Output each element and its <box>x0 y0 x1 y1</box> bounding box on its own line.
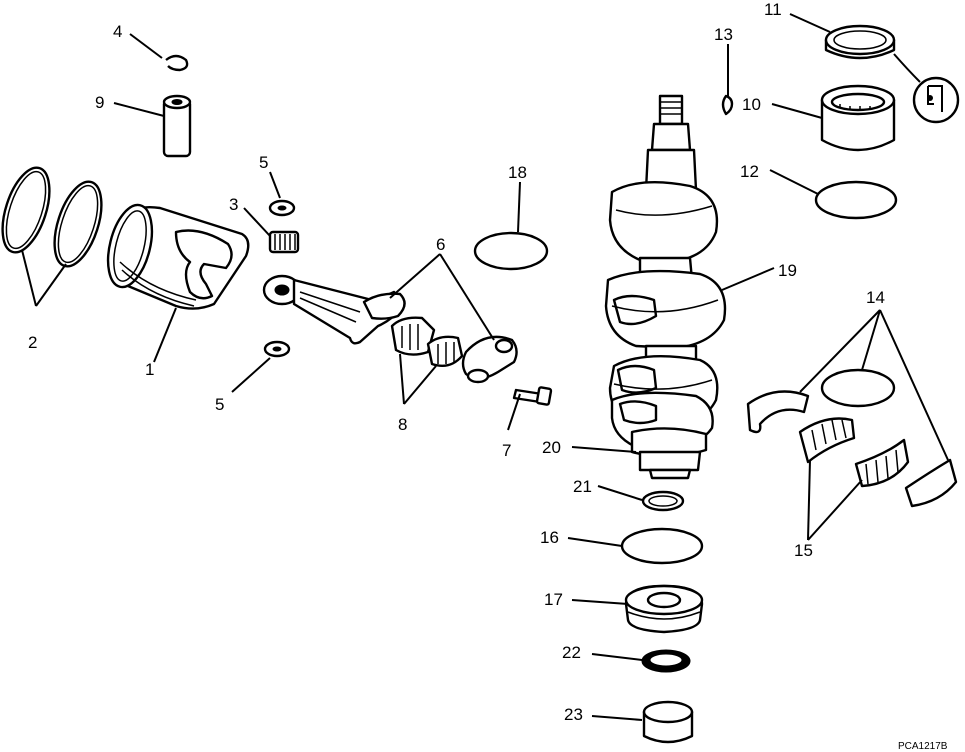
piston-rings <box>1 166 103 268</box>
crankshaft <box>604 94 727 480</box>
detail-view-circle <box>912 76 960 124</box>
callout-19: 19 <box>778 261 797 280</box>
leader-lines <box>21 13 949 721</box>
thrust-washer-bottom <box>263 340 291 358</box>
needle-bearing <box>268 230 300 254</box>
needle-cage-right <box>854 438 910 488</box>
connecting-rod <box>262 274 406 345</box>
callout-13: 13 <box>714 25 733 44</box>
piston-pin <box>162 94 192 158</box>
o-ring-21 <box>641 490 685 512</box>
callout-18: 18 <box>508 163 527 182</box>
o-ring-18 <box>473 231 549 271</box>
callout-20: 20 <box>542 438 561 457</box>
callout-numbers: 4 9 5 3 2 1 5 6 8 7 18 19 20 21 16 17 22… <box>28 0 885 724</box>
retaining-ring <box>165 54 189 72</box>
callout-22: 22 <box>562 643 581 662</box>
callout-4: 4 <box>113 22 122 41</box>
rod-bearing-halves <box>390 316 464 367</box>
main-bearing-half-left <box>746 390 810 434</box>
callout-16: 16 <box>540 528 559 547</box>
callout-23: 23 <box>564 705 583 724</box>
main-bearing-half-right <box>904 458 958 508</box>
callout-2: 2 <box>28 333 37 352</box>
callout-12: 12 <box>740 162 759 181</box>
callout-11: 11 <box>764 0 782 19</box>
thrust-washer-top <box>268 199 296 217</box>
callout-17: 17 <box>544 590 563 609</box>
seal-ring-11 <box>824 24 896 60</box>
o-ring-12 <box>814 180 898 220</box>
callout-14: 14 <box>866 288 885 307</box>
callout-10: 10 <box>742 95 761 114</box>
o-ring-16 <box>620 527 704 565</box>
callout-21: 21 <box>573 477 592 496</box>
piston <box>106 203 250 310</box>
upper-main-bearing <box>820 84 896 152</box>
needle-cage-left <box>798 417 856 464</box>
rod-cap <box>461 335 518 384</box>
rod-bolt <box>512 386 553 406</box>
callout-6: 6 <box>436 235 445 254</box>
bushing <box>642 700 694 744</box>
callout-3: 3 <box>229 195 238 214</box>
seal <box>641 649 691 673</box>
retainer-plate <box>624 584 704 634</box>
retaining-ring-14 <box>820 368 896 408</box>
callout-7: 7 <box>502 441 511 460</box>
callout-8: 8 <box>398 415 407 434</box>
callout-9: 9 <box>95 93 104 112</box>
retaining-ring-13 <box>721 94 734 116</box>
callout-5-bottom: 5 <box>215 395 224 414</box>
callout-5-top: 5 <box>259 153 268 172</box>
callout-15: 15 <box>794 541 813 560</box>
figure-code: PCA1217B <box>898 741 948 752</box>
callout-1: 1 <box>145 360 154 379</box>
